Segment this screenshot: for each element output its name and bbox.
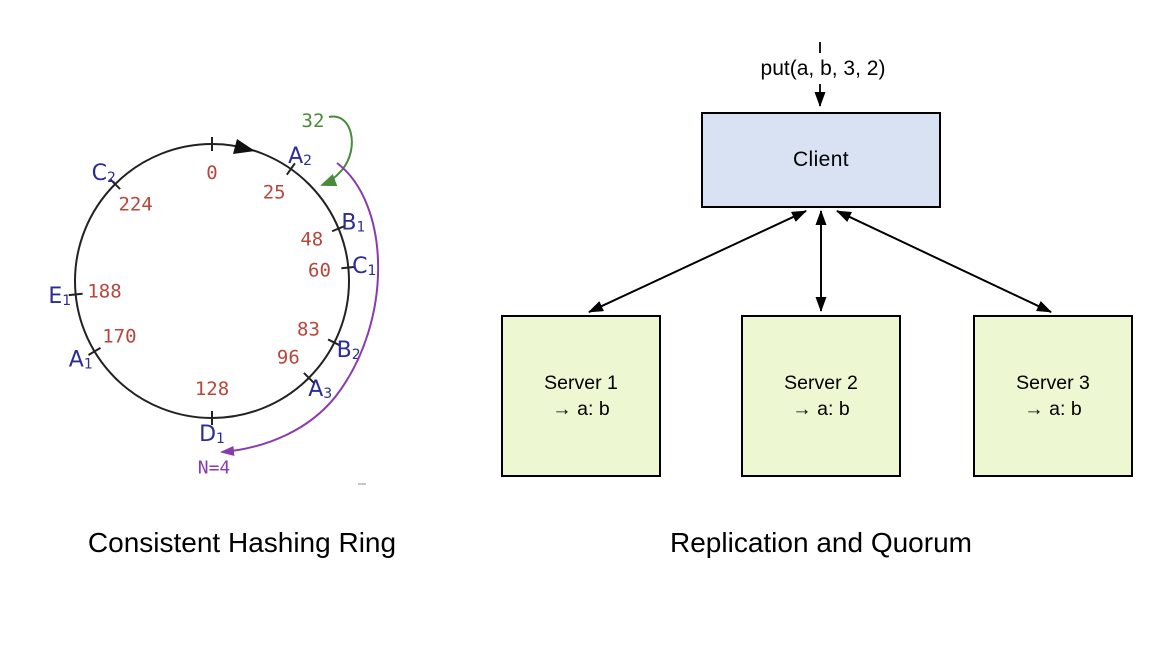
right-diagram-title: Replication and Quorum	[670, 527, 972, 558]
server3-client-arrow	[836, 210, 1052, 313]
server-1-entry: → a: b	[552, 398, 610, 420]
client-box: Client	[701, 112, 941, 208]
ring-node-label: A3	[308, 377, 332, 403]
ring-position-number: 25	[263, 182, 286, 204]
ring-node-label: D1	[199, 422, 225, 448]
put-operation-label: put(a, b, 3, 2)	[760, 57, 886, 80]
ring-tick	[286, 162, 296, 176]
replication-factor-label: N=4	[198, 458, 231, 479]
ring-tick	[303, 372, 315, 384]
server-2-name: Server 2	[784, 372, 858, 394]
ring-node-label: A1	[69, 347, 93, 373]
ring-node-label: B2	[337, 337, 361, 363]
ring-tick	[341, 265, 356, 270]
ring-position-number: 128	[195, 378, 229, 400]
server-2-entry: → a: b	[792, 398, 850, 420]
server-box-1: Server 1 → a: b	[501, 315, 661, 477]
replication-sweep-arc	[220, 162, 380, 456]
server-box-3: Server 3 → a: b	[973, 315, 1133, 477]
server-box-2: Server 2 → a: b	[741, 315, 901, 477]
key-value-label: 32	[302, 110, 325, 132]
ring-node-label: C1	[352, 254, 376, 280]
ring-position-number: 170	[102, 326, 136, 348]
ring-tick	[87, 346, 102, 356]
ring-position-number: 96	[277, 346, 300, 368]
left-diagram-title: Consistent Hashing Ring	[87, 527, 397, 558]
key-hash-arrow	[320, 115, 353, 187]
ring-position-number: 0	[206, 162, 217, 184]
ring-position-number: 224	[118, 194, 152, 216]
ring-position-number: 188	[87, 281, 121, 303]
ring-node-label: C2	[92, 160, 116, 186]
ring-tick	[327, 338, 342, 347]
server-3-entry: → a: b	[1024, 398, 1082, 420]
ring-position-number: 48	[300, 229, 323, 251]
message-arrows	[588, 42, 1052, 313]
ring-position-number: 83	[297, 319, 320, 341]
ring-node-label: A2	[288, 143, 312, 169]
ring-position-number: 60	[308, 259, 331, 281]
ring-node-label: E1	[48, 283, 71, 309]
server-3-name: Server 3	[1016, 372, 1090, 394]
server1-client-arrow	[588, 210, 807, 313]
ring-tick	[68, 292, 83, 297]
server-1-name: Server 1	[544, 372, 618, 394]
ring-node-label: B1	[341, 210, 365, 236]
ring-direction-arrowhead	[233, 139, 255, 154]
ring-tick	[331, 224, 346, 233]
client-label: Client	[792, 148, 850, 171]
ring-tick	[109, 178, 121, 190]
